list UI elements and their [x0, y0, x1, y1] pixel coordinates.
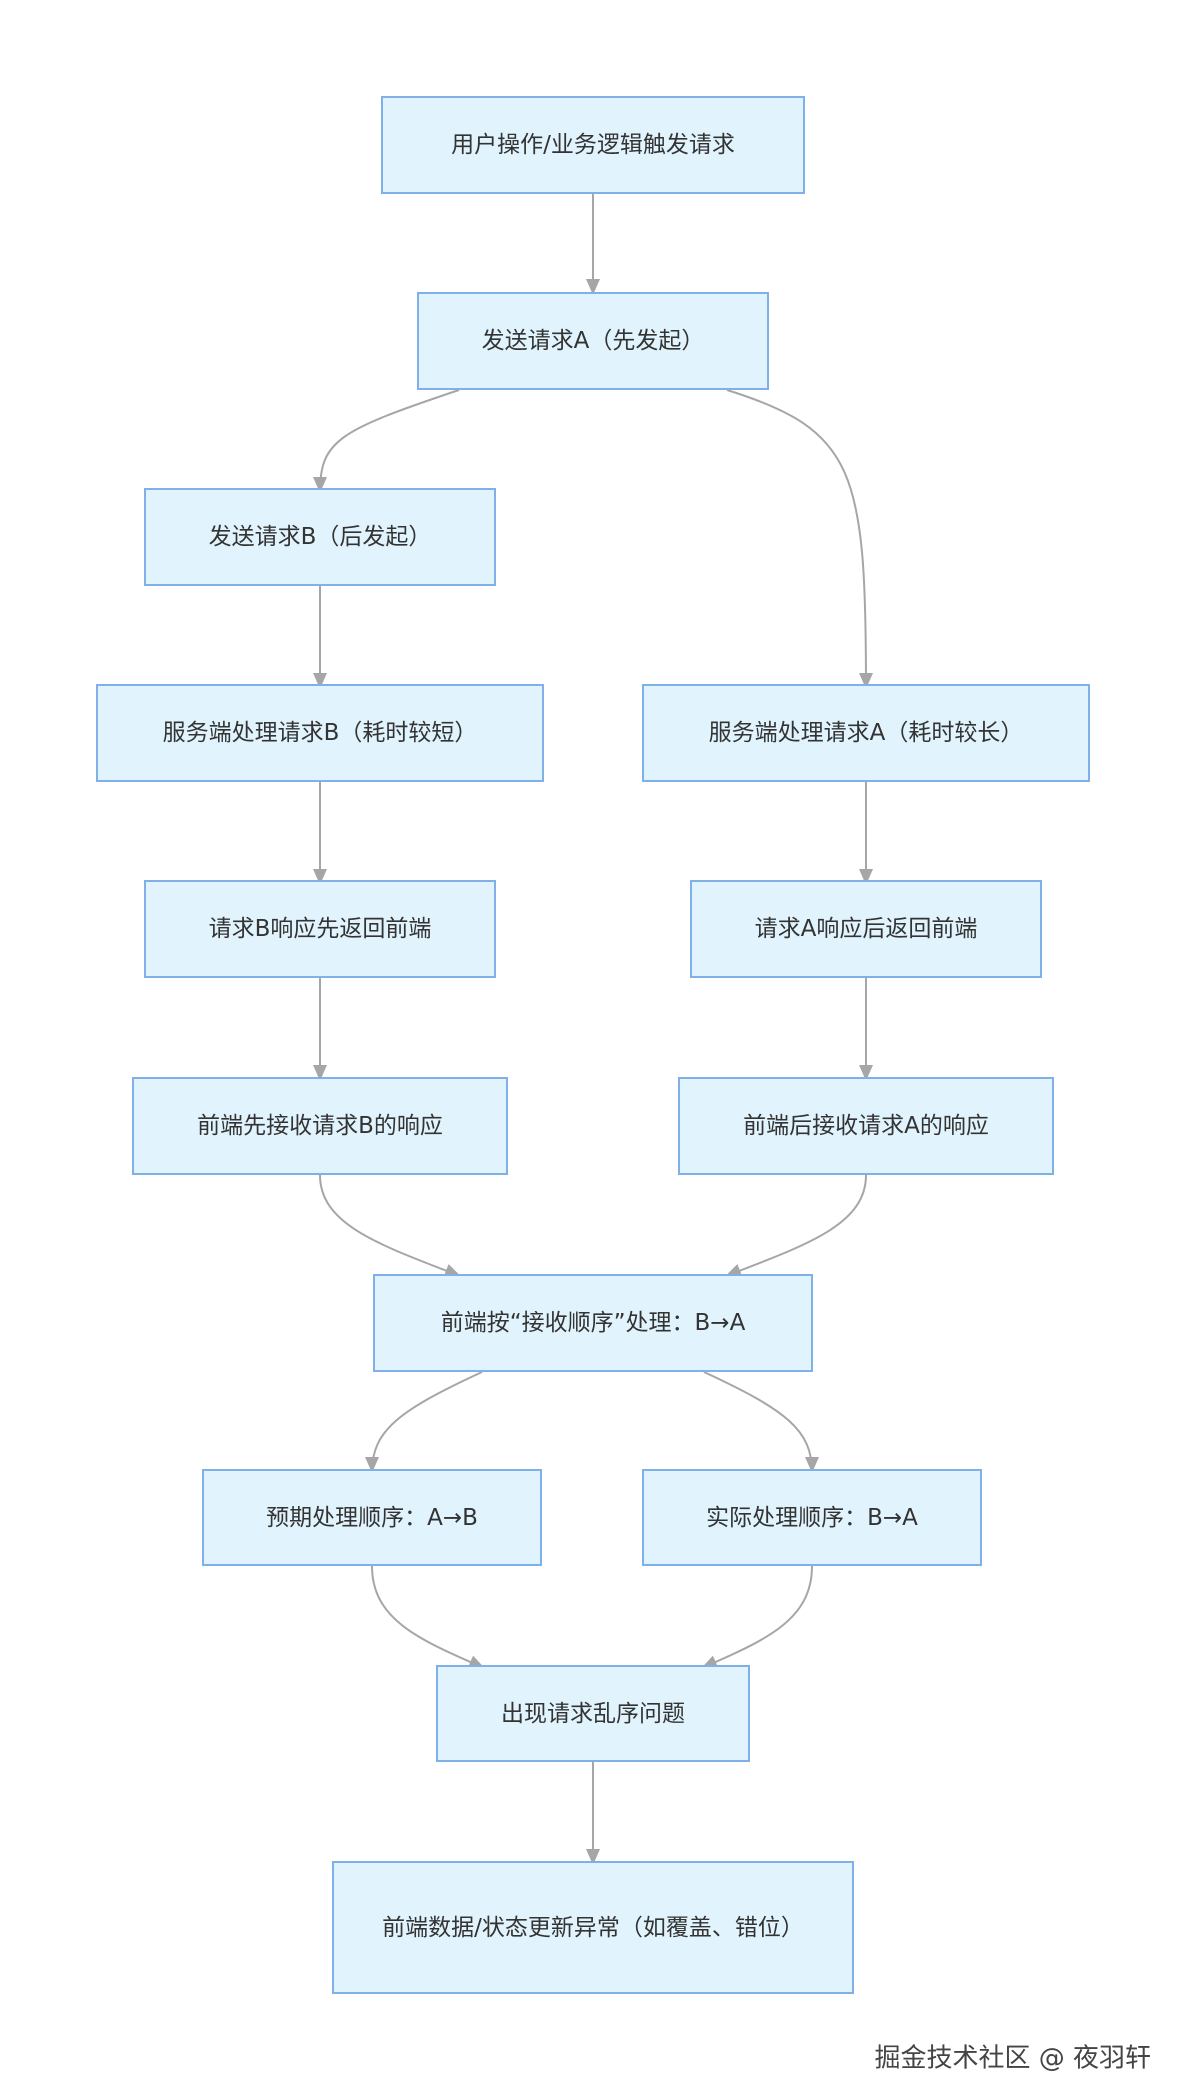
node-label: 服务端处理请求B（耗时较短） — [162, 720, 478, 746]
node-send-request-b: 发送请求B（后发起） — [144, 488, 496, 586]
watermark: 掘金技术社区 @ 夜羽轩 — [874, 2043, 1151, 2074]
node-label: 实际处理顺序：B→A — [706, 1504, 918, 1531]
node-label: 用户操作/业务逻辑触发请求 — [451, 132, 735, 158]
edge-n10-n12 — [703, 1371, 819, 1473]
node-label: 发送请求B（后发起） — [208, 524, 432, 550]
node-process-by-receive-order: 前端按“接收顺序”处理：B→A — [373, 1274, 813, 1372]
node-server-process-b: 服务端处理请求B（耗时较短） — [96, 684, 544, 782]
node-label: 出现请求乱序问题 — [501, 1700, 685, 1727]
node-label: 前端按“接收顺序”处理：B→A — [440, 1310, 746, 1336]
node-label: 服务端处理请求A（耗时较长） — [708, 720, 1024, 746]
node-label: 请求A响应后返回前端 — [754, 916, 978, 942]
edge-n11-n13 — [371, 1565, 485, 1669]
node-label: 预期处理顺序：A→B — [266, 1504, 478, 1531]
edge-n2-n5 — [726, 389, 873, 689]
node-actual-order: 实际处理顺序：B→A — [642, 1469, 982, 1566]
node-label: 发送请求A（先发起） — [481, 328, 705, 354]
node-frontend-receives-b: 前端先接收请求B的响应 — [132, 1077, 508, 1175]
node-label: 前端先接收请求B的响应 — [197, 1113, 443, 1139]
node-send-request-a: 发送请求A（先发起） — [417, 292, 769, 390]
node-trigger-request: 用户操作/业务逻辑触发请求 — [381, 96, 805, 194]
edge-n12-n13 — [701, 1565, 813, 1669]
node-response-b-returns: 请求B响应先返回前端 — [144, 880, 496, 978]
node-request-out-of-order: 出现请求乱序问题 — [436, 1665, 750, 1762]
node-label: 前端后接收请求A的响应 — [743, 1113, 989, 1139]
edge-n2-n3 — [313, 389, 460, 493]
node-label: 请求B响应先返回前端 — [208, 916, 432, 942]
edge-n8-n10 — [319, 1174, 461, 1278]
edge-n10-n11 — [365, 1371, 483, 1473]
node-state-update-error: 前端数据/状态更新异常（如覆盖、错位） — [332, 1861, 854, 1994]
edge-n9-n10 — [725, 1174, 867, 1278]
node-response-a-returns: 请求A响应后返回前端 — [690, 880, 1042, 978]
node-server-process-a: 服务端处理请求A（耗时较长） — [642, 684, 1090, 782]
node-expected-order: 预期处理顺序：A→B — [202, 1469, 542, 1566]
node-label: 前端数据/状态更新异常（如覆盖、错位） — [382, 1914, 804, 1941]
node-frontend-receives-a: 前端后接收请求A的响应 — [678, 1077, 1054, 1175]
